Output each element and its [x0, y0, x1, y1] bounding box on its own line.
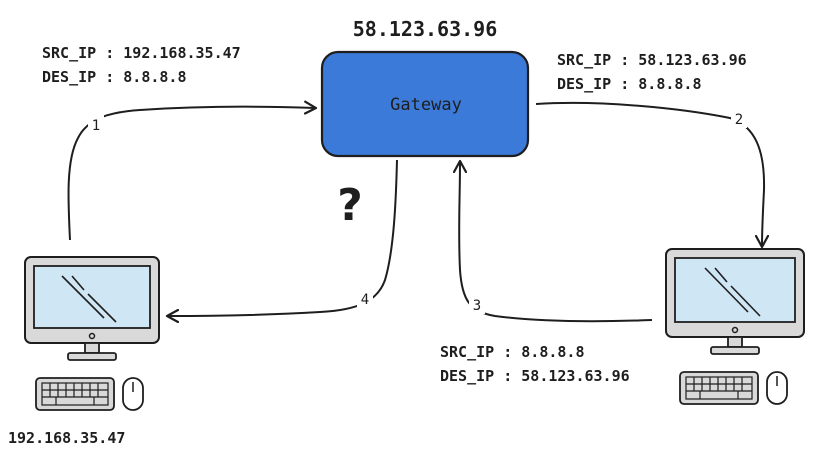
- step3-bg: [469, 294, 485, 314]
- step2-bg: [731, 108, 747, 128]
- packet2-src: SRC_IP : 58.123.63.96: [557, 51, 747, 69]
- packet3-src: SRC_IP : 8.8.8.8: [440, 343, 585, 361]
- step4-bg: [357, 288, 373, 308]
- client-ip: 192.168.35.47: [8, 429, 125, 447]
- arrow-step-1: [67, 107, 315, 241]
- step-4-label: 4: [361, 292, 369, 308]
- packet1-src: SRC_IP : 192.168.35.47: [42, 44, 241, 62]
- step1-bg: [88, 114, 104, 134]
- client-computer-icon: [24, 256, 160, 411]
- arrow-step-2: [535, 101, 764, 246]
- remote-computer-icon: [665, 248, 805, 405]
- packet3-dst: DES_IP : 58.123.63.96: [440, 367, 630, 385]
- packet2-dst: DES_IP : 8.8.8.8: [557, 75, 702, 93]
- gateway-box: [320, 50, 530, 158]
- gateway-ip: 58.123.63.96: [353, 17, 498, 41]
- gateway-label: Gateway: [390, 95, 462, 115]
- step-3-label: 3: [473, 298, 481, 314]
- step-1-label: 1: [92, 118, 100, 134]
- arrow-step-3: [459, 162, 653, 323]
- question-mark: ?: [337, 180, 363, 231]
- step-2-label: 2: [735, 112, 743, 128]
- packet1-dst: DES_IP : 8.8.8.8: [42, 68, 187, 86]
